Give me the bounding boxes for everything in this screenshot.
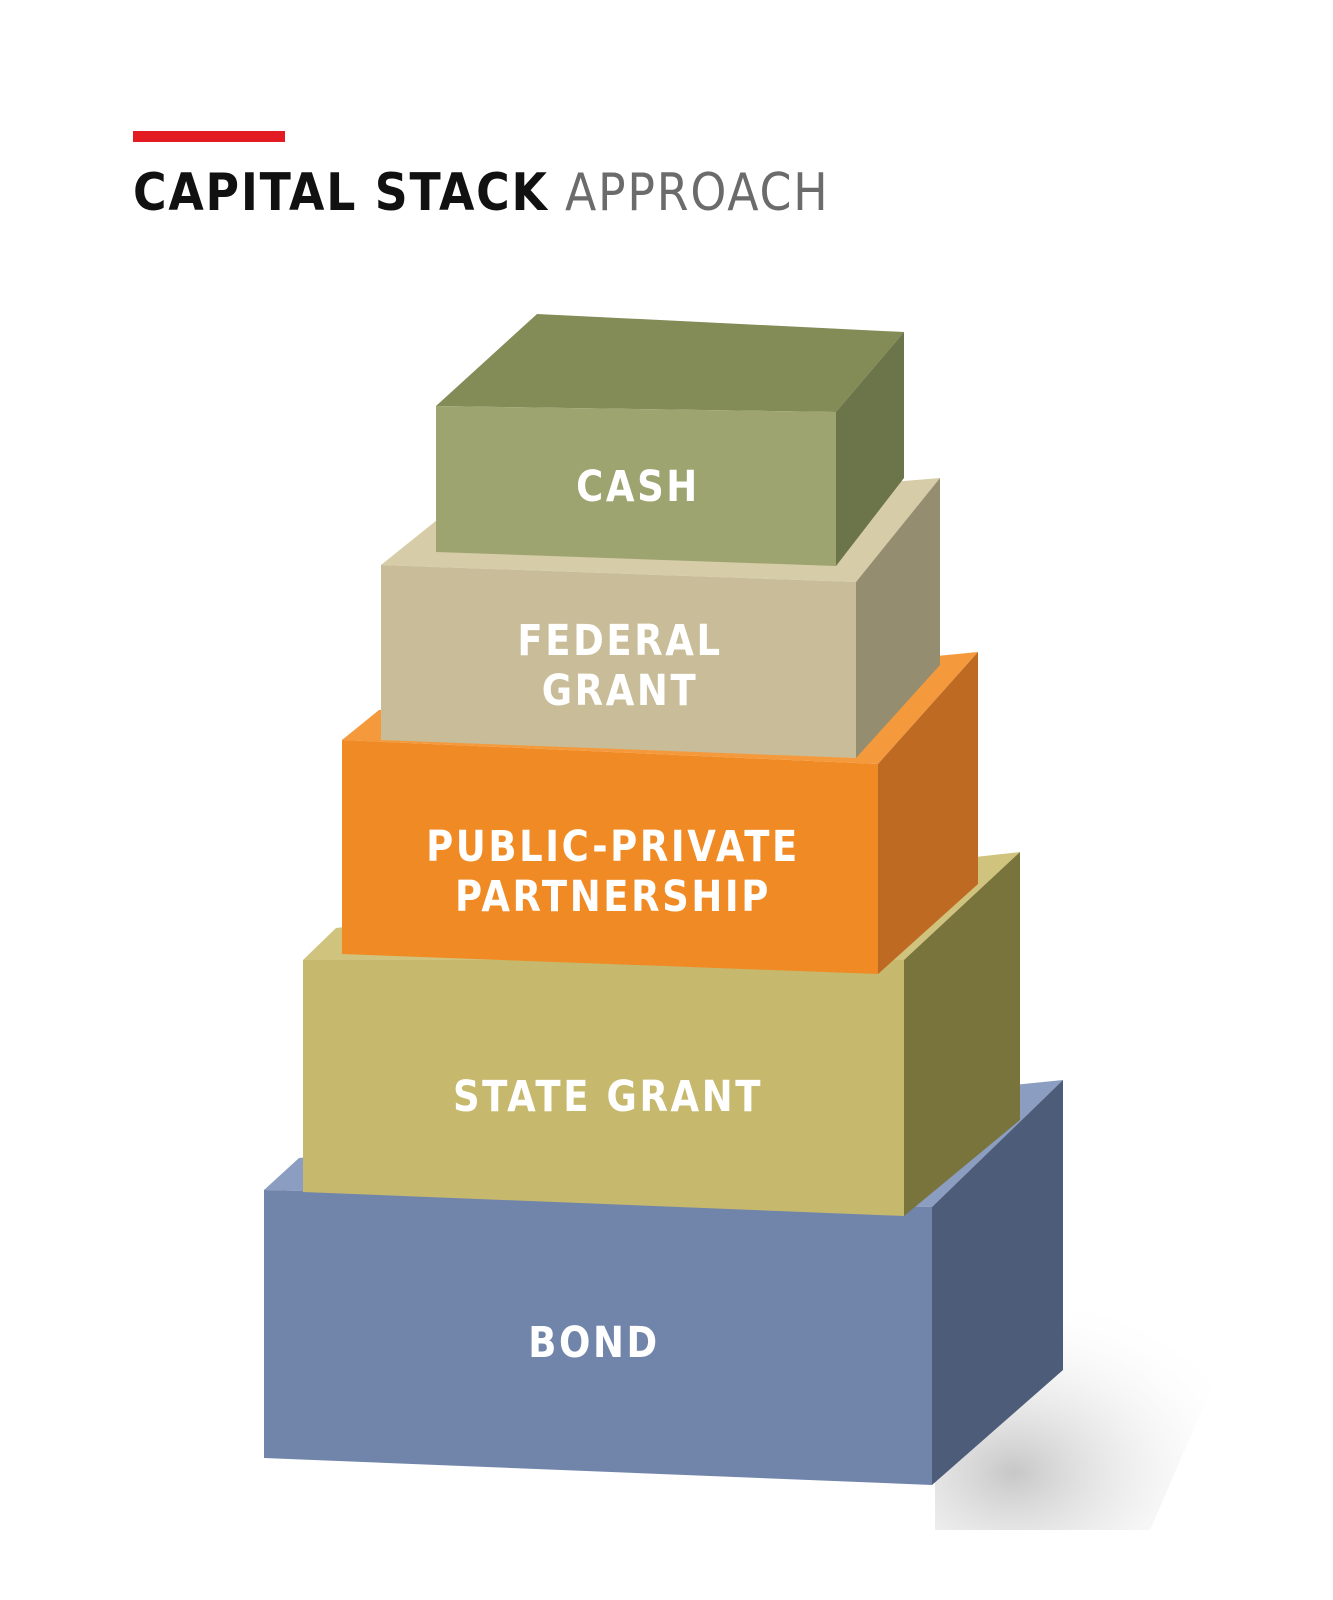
block-label-state-grant-line: STATE GRANT [453,1072,763,1122]
block-label-state-grant: STATE GRANT [453,1072,763,1122]
block-label-cash-line: CASH [576,462,700,512]
block-label-public-private-line2: PARTNERSHIP [426,872,800,922]
block-label-federal-grant-line1: FEDERAL [517,616,722,666]
block-label-federal-grant: FEDERAL GRANT [517,616,722,716]
block-label-bond-line: BOND [528,1318,660,1368]
block-label-bond: BOND [528,1318,660,1368]
block-cash [436,314,904,566]
block-cash-top [436,314,904,412]
block-label-cash: CASH [576,462,700,512]
block-label-public-private: PUBLIC-PRIVATE PARTNERSHIP [426,822,800,922]
block-label-public-private-line1: PUBLIC-PRIVATE [426,822,800,872]
block-label-federal-grant-line2: GRANT [517,666,722,716]
